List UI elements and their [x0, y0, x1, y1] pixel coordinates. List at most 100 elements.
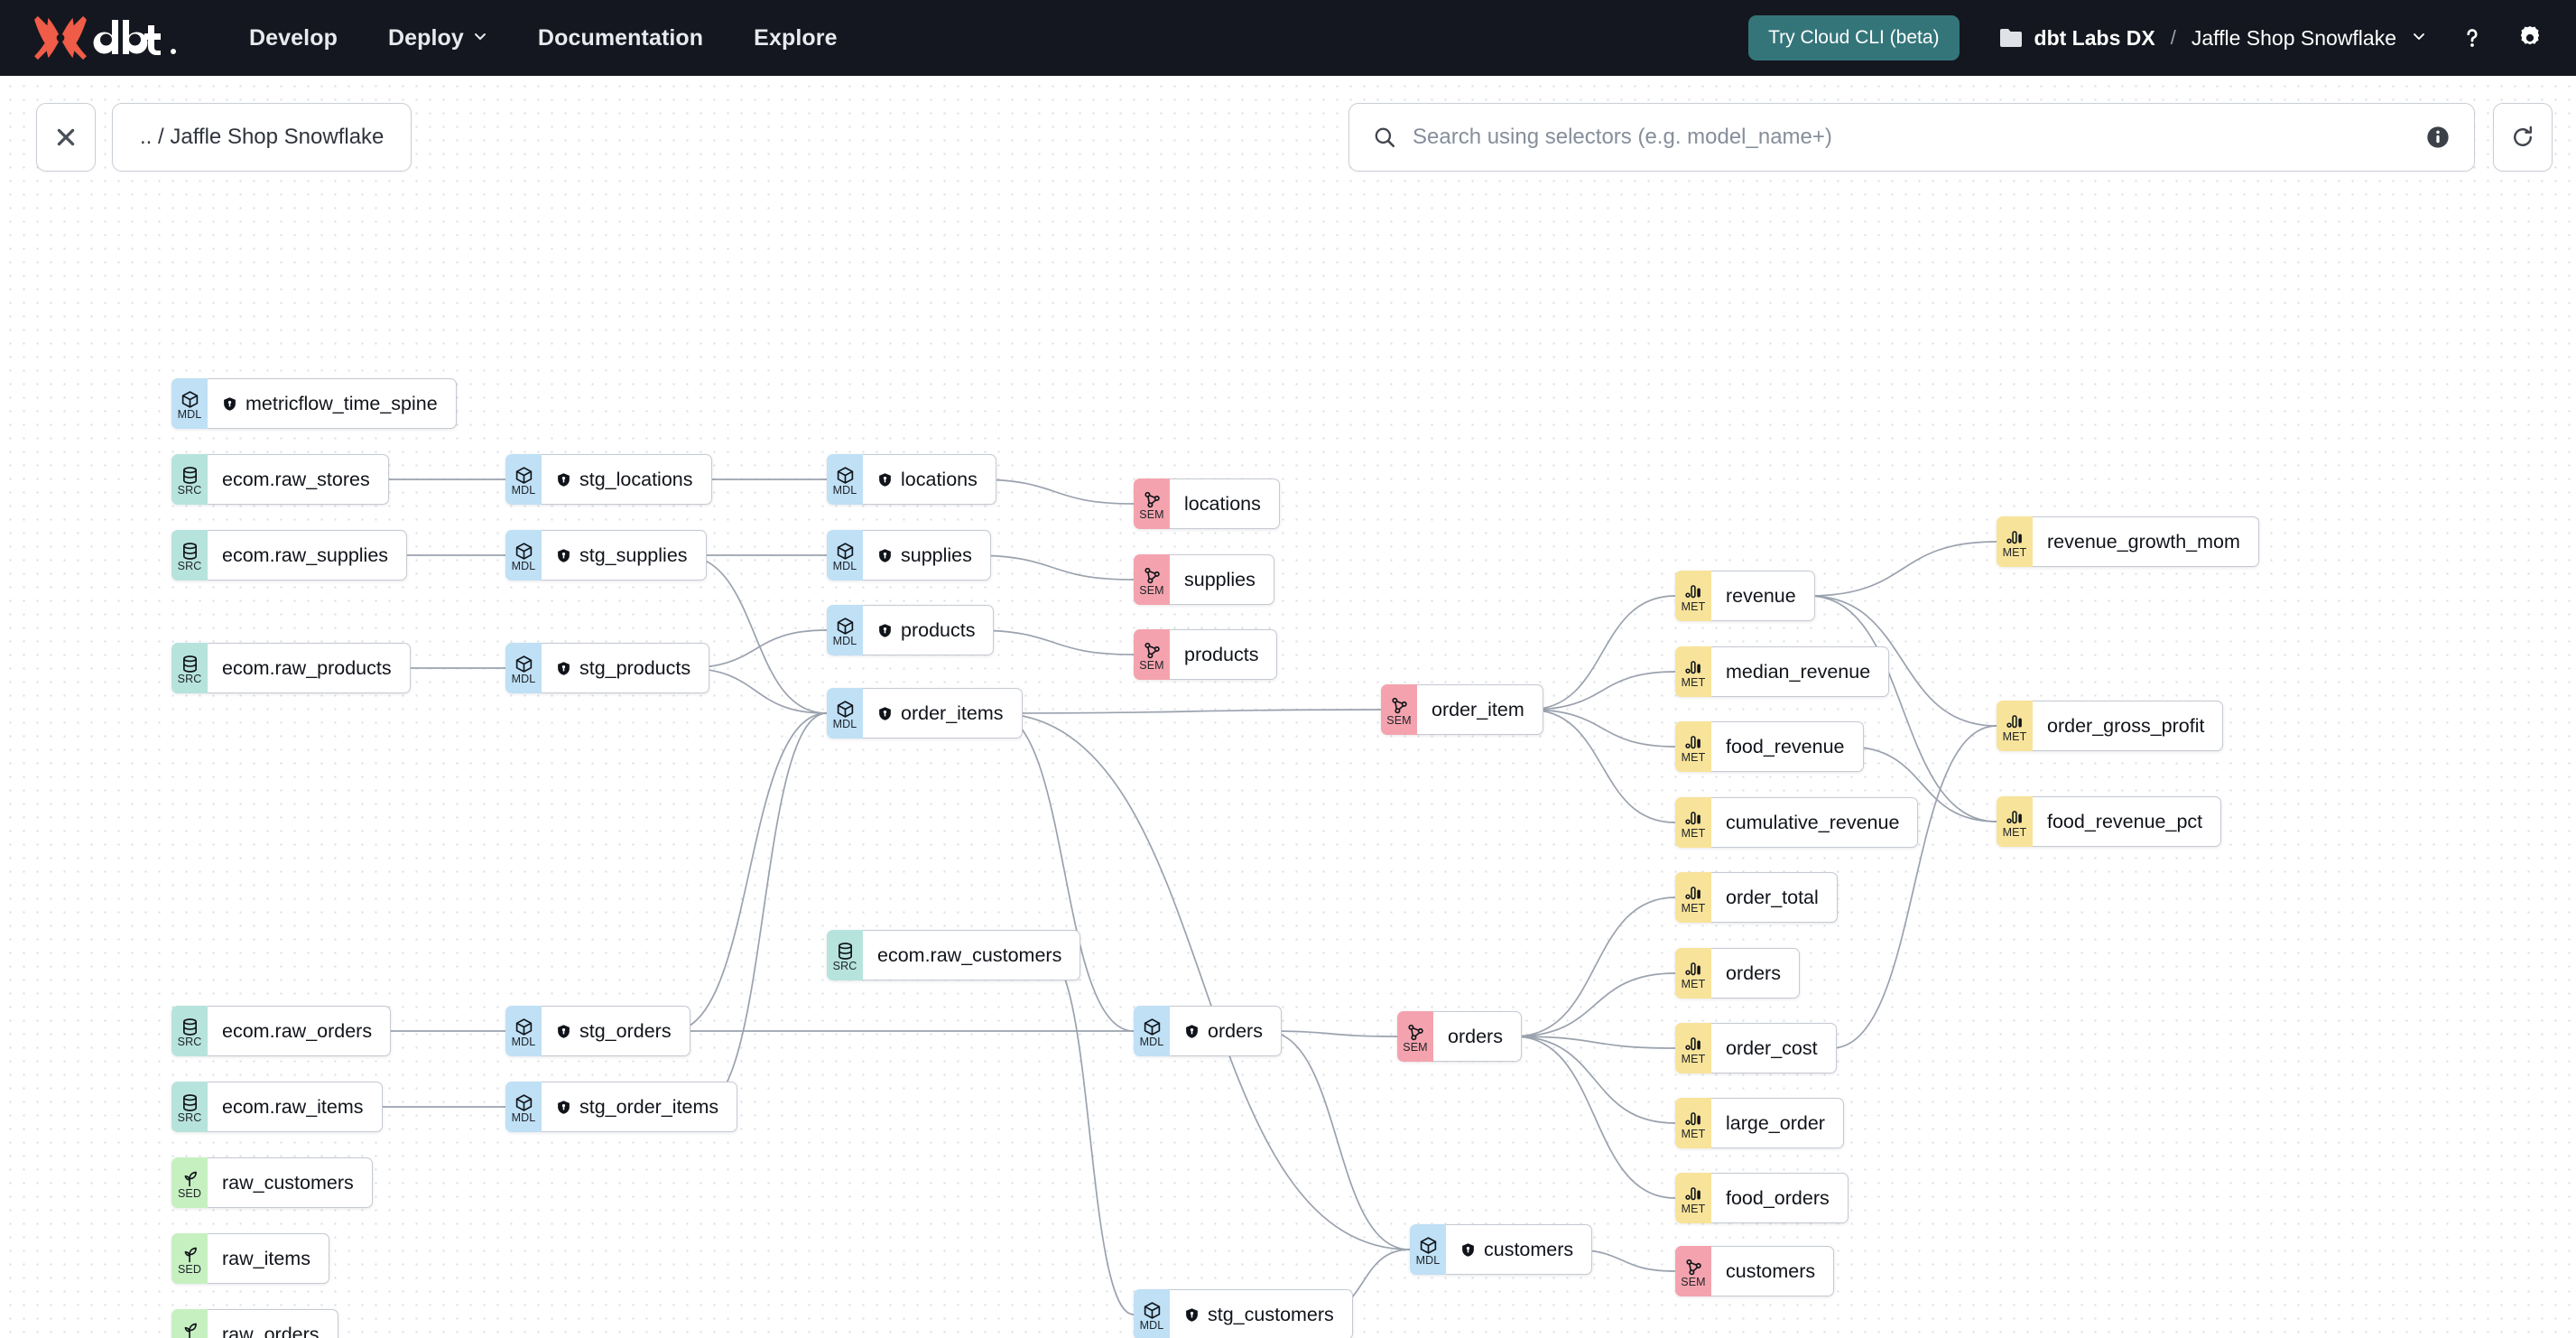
nav-explore-label: Explore	[754, 24, 838, 51]
graph-node-stg_order_items[interactable]: MDL stg_order_items	[505, 1082, 738, 1132]
nav-develop[interactable]: Develop	[224, 16, 363, 60]
node-body: orders	[1711, 948, 1800, 999]
node-type-label: MET	[1681, 1202, 1706, 1215]
settings-button[interactable]	[2515, 23, 2545, 53]
node-type-badge-mdl: MDL	[505, 530, 542, 581]
node-body: order_total	[1711, 872, 1838, 923]
bar-chart-icon	[2006, 528, 2025, 547]
lineage-canvas[interactable]: .. / Jaffle Shop Snowflake MDLmetricflow…	[0, 76, 2576, 1338]
node-label: ecom.raw_supplies	[222, 544, 389, 566]
node-label: revenue_growth_mom	[2047, 530, 2240, 553]
node-body: ecom.raw_products	[208, 643, 411, 693]
project-breadcrumb[interactable]: dbt Labs DX / Jaffle Shop Snowflake	[1999, 26, 2426, 51]
node-body: stg_supplies	[542, 530, 707, 581]
chevron-down-icon	[474, 33, 486, 40]
node-type-badge-mdl: MDL	[1134, 1006, 1170, 1056]
nav-deploy[interactable]: Deploy	[363, 16, 513, 60]
lineage-edge	[1514, 897, 1676, 1037]
info-icon[interactable]	[2425, 125, 2451, 150]
node-label: products	[1184, 643, 1259, 665]
node-type-label: SRC	[832, 959, 857, 972]
node-label: stg_order_items	[579, 1095, 719, 1118]
try-cloud-cli-button[interactable]: Try Cloud CLI (beta)	[1748, 15, 1960, 60]
lineage-edge	[995, 709, 1382, 714]
node-body: orders	[1170, 1006, 1282, 1056]
search-bar[interactable]	[1348, 103, 2475, 172]
canvas-breadcrumb-button[interactable]: .. / Jaffle Shop Snowflake	[112, 103, 412, 172]
close-button[interactable]	[36, 103, 96, 172]
node-type-label: MDL	[511, 1110, 536, 1124]
node-type-label: MDL	[177, 407, 202, 421]
node-type-label: SEM	[1386, 713, 1412, 727]
refresh-button[interactable]	[2493, 103, 2553, 172]
cube-icon	[181, 390, 199, 409]
node-type-badge-sem: SEM	[1381, 684, 1417, 735]
database-icon	[836, 942, 855, 961]
dbt-logo[interactable]	[32, 0, 179, 76]
node-label: locations	[1184, 492, 1261, 515]
node-body: order_gross_profit	[2033, 701, 2224, 751]
bar-chart-icon	[1684, 733, 1703, 752]
node-label: revenue	[1726, 584, 1796, 607]
dbt-mark-icon	[34, 15, 87, 60]
lineage-edge	[995, 712, 1135, 1032]
nav-explore[interactable]: Explore	[728, 16, 862, 60]
node-label: ecom.raw_stores	[222, 468, 370, 490]
close-icon	[57, 128, 75, 146]
node-body: order_items	[863, 688, 1023, 739]
node-label: cumulative_revenue	[1726, 811, 1900, 833]
node-type-label: SEM	[1139, 583, 1164, 597]
help-button[interactable]	[2457, 23, 2488, 53]
node-type-label: MET	[2002, 825, 2027, 839]
search-input[interactable]	[1413, 125, 2425, 150]
lineage-edge	[1808, 541, 1997, 597]
node-body: stg_products	[542, 643, 710, 693]
lineage-edge	[1528, 709, 1676, 748]
nav-documentation[interactable]: Documentation	[513, 16, 728, 60]
cube-icon	[514, 655, 533, 674]
node-body: median_revenue	[1711, 646, 1890, 697]
node-label: ecom.raw_items	[222, 1095, 364, 1118]
lineage-edge	[1528, 595, 1676, 711]
